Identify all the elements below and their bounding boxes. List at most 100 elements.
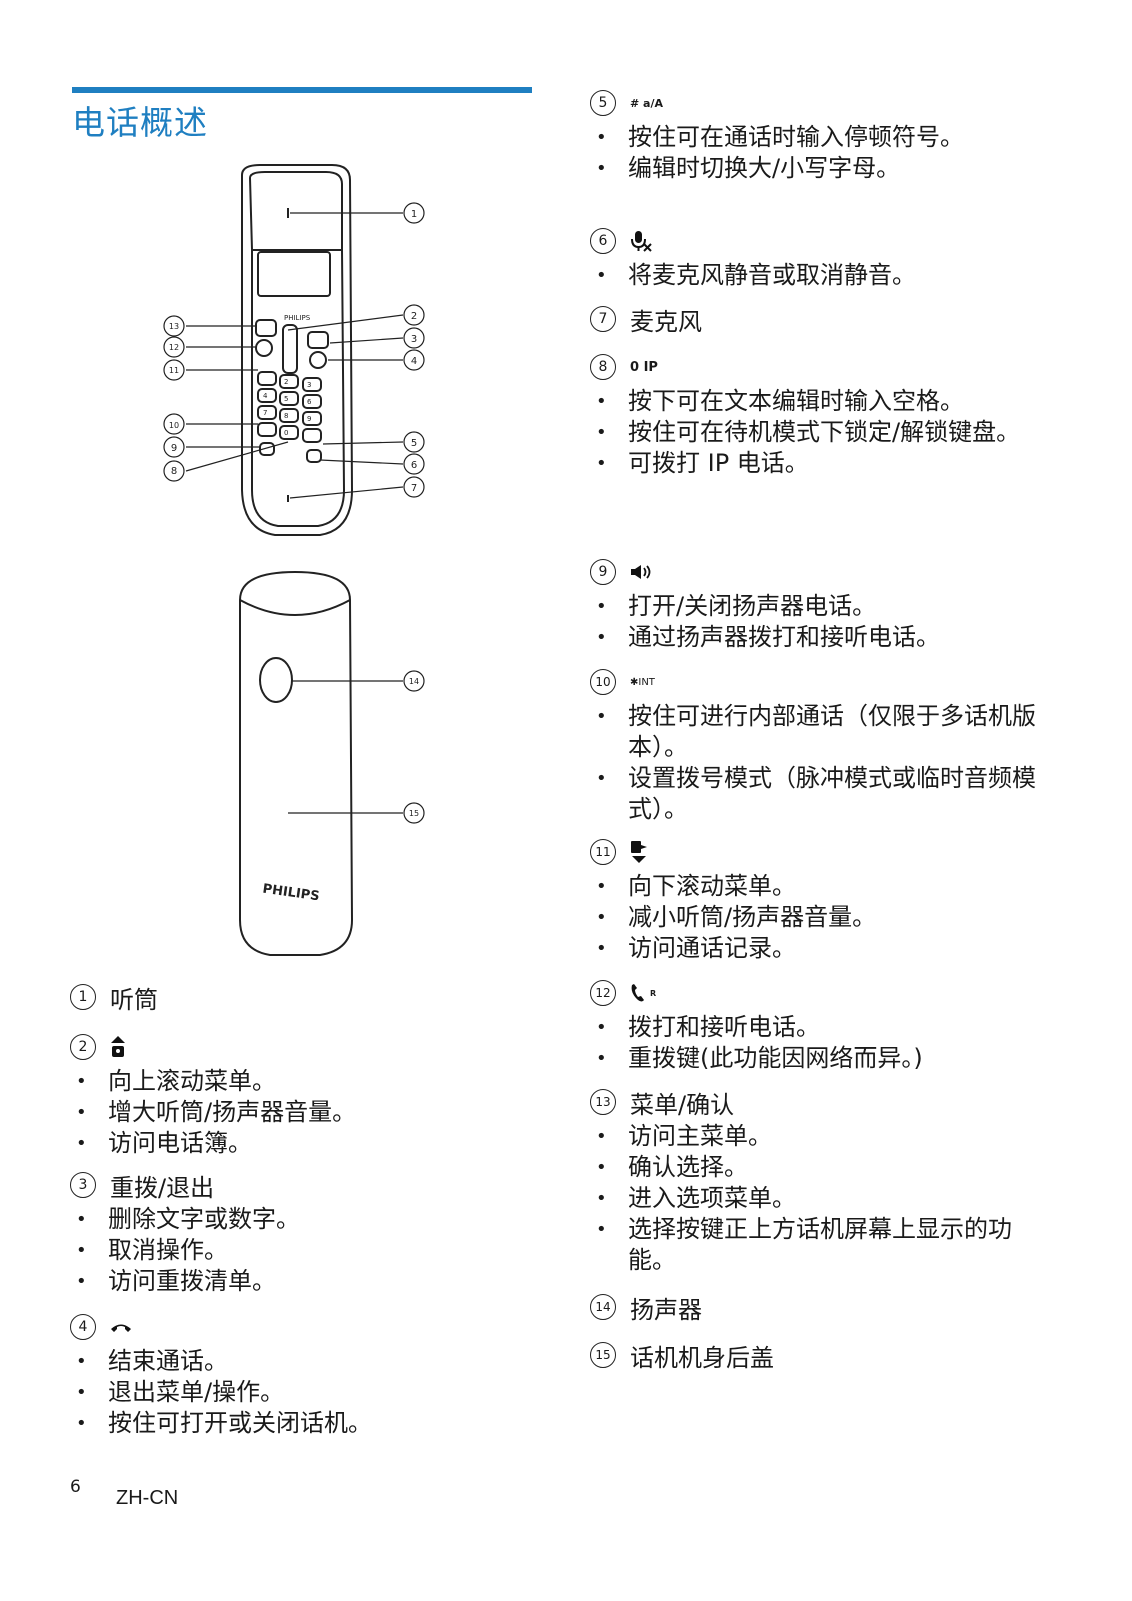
- up-lock-icon: [110, 1036, 126, 1058]
- section-14: 14 扬声器: [590, 1290, 1040, 1324]
- callout-10: 10: [169, 421, 179, 430]
- list-item: 访问通话记录。: [590, 933, 1040, 964]
- section-12: 12 R 拨打和接听电话。 重拨键(此功能因网络而异。): [590, 976, 1040, 1074]
- brand-top-label: PHILIPS: [284, 314, 311, 322]
- list-item: 将麦克风静音或取消静音。: [590, 260, 1040, 291]
- callout-8: 8: [171, 466, 177, 477]
- list-item: 按住可打开或关闭话机。: [70, 1408, 372, 1439]
- key-7: 7: [263, 409, 267, 417]
- list-item: 打开/关闭扬声器电话。: [590, 591, 1040, 622]
- key-0: 0: [284, 429, 288, 437]
- callout-14: 14: [409, 677, 419, 686]
- section-5: 5 # a/A 按住可在通话时输入停顿符号。 编辑时切换大/小写字母。: [590, 86, 1040, 184]
- end-call-icon: [110, 1320, 132, 1334]
- item-number: 2: [70, 1034, 96, 1060]
- language-code: ZH-CN: [116, 1487, 179, 1509]
- call-redial-icon: R: [630, 983, 656, 1003]
- callout-11: 11: [169, 366, 179, 375]
- list-item: 可拨打 IP 电话。: [590, 448, 1040, 479]
- mic-mute-icon: [630, 230, 652, 252]
- list-item: 通过扬声器拨打和接听电话。: [590, 622, 1040, 653]
- callout-15: 15: [409, 809, 419, 818]
- list-item: 向上滚动菜单。: [70, 1066, 356, 1097]
- item-number: 15: [590, 1342, 616, 1368]
- section-label: 重拨/退出: [110, 1173, 215, 1202]
- callout-5: 5: [411, 438, 417, 449]
- item-number: 13: [590, 1089, 616, 1115]
- item-number: 12: [590, 980, 616, 1006]
- section-13: 13 菜单/确认 访问主菜单。 确认选择。 进入选项菜单。 选择按键正上方话机屏幕…: [590, 1085, 1040, 1276]
- star-int-icon: ✱INT: [630, 676, 655, 688]
- section-label: 菜单/确认: [630, 1090, 735, 1119]
- list-item: 按住可进行内部通话（仅限于多话机版本）。: [590, 701, 1040, 763]
- list-item: 拨打和接听电话。: [590, 1012, 1040, 1043]
- key-4: 4: [263, 392, 268, 400]
- item-number: 7: [590, 306, 616, 332]
- list-item: 访问电话簿。: [70, 1128, 356, 1159]
- speaker-icon: [630, 564, 654, 580]
- section-label: 话机机身后盖: [630, 1343, 774, 1372]
- brand-back-label: PHILIPS: [262, 882, 321, 905]
- key-8: 8: [284, 412, 288, 420]
- section-7: 7 麦克风: [590, 302, 1040, 336]
- list-item: 取消操作。: [70, 1235, 300, 1266]
- item-number: 11: [590, 839, 616, 865]
- list-item: 访问重拨清单。: [70, 1266, 300, 1297]
- section-label: 麦克风: [630, 307, 702, 336]
- section-2: 2 向上滚动菜单。 增大听筒/扬声器音量。 访问电话簿。: [70, 1030, 356, 1159]
- list-item: 删除文字或数字。: [70, 1204, 300, 1235]
- section-label: 扬声器: [630, 1295, 702, 1324]
- item-number: 9: [590, 559, 616, 585]
- page-number: 6: [70, 1477, 81, 1497]
- section-6: 6 将麦克风静音或取消静音。: [590, 224, 1040, 291]
- callout-12: 12: [169, 343, 179, 352]
- list-item: 选择按键正上方话机屏幕上显示的功能。: [590, 1214, 1040, 1276]
- zero-ip-icon: 0 IP: [630, 359, 658, 375]
- callout-7: 7: [411, 483, 417, 494]
- section-11: 11 向下滚动菜单。 减小听筒/扬声器音量。 访问通话记录。: [590, 835, 1040, 964]
- section-8: 8 0 IP 按下可在文本编辑时输入空格。 按住可在待机模式下锁定/解锁键盘。 …: [590, 350, 1040, 479]
- list-item: 进入选项菜单。: [590, 1183, 1040, 1214]
- list-item: 按住可在通话时输入停顿符号。: [590, 122, 1040, 153]
- item-number: 4: [70, 1314, 96, 1340]
- list-item: 结束通话。: [70, 1346, 372, 1377]
- list-item: 编辑时切换大/小写字母。: [590, 153, 1040, 184]
- section-9: 9 打开/关闭扬声器电话。 通过扬声器拨打和接听电话。: [590, 555, 1040, 653]
- callout-3: 3: [411, 334, 417, 345]
- hash-case-icon: # a/A: [630, 96, 663, 110]
- callout-13: 13: [169, 322, 179, 331]
- callout-9: 9: [171, 443, 177, 454]
- callout-6: 6: [411, 460, 417, 471]
- item-number: 10: [590, 669, 616, 695]
- item-number: 3: [70, 1172, 96, 1198]
- key-5: 5: [284, 395, 288, 403]
- page-title: 电话概述: [72, 103, 208, 142]
- section-label: 听筒: [110, 985, 158, 1014]
- item-number: 8: [590, 354, 616, 380]
- list-item: 按住可在待机模式下锁定/解锁键盘。: [590, 417, 1040, 448]
- key-9: 9: [307, 415, 311, 423]
- list-item: 按下可在文本编辑时输入空格。: [590, 386, 1040, 417]
- callout-1: 1: [411, 209, 417, 220]
- list-item: 重拨键(此功能因网络而异。): [590, 1043, 1040, 1074]
- item-number: 14: [590, 1294, 616, 1320]
- section-10: 10 ✱INT 按住可进行内部通话（仅限于多话机版本）。 设置拨号模式（脉冲模式…: [590, 665, 1040, 825]
- list-item: 减小听筒/扬声器音量。: [590, 902, 1040, 933]
- list-item: 访问主菜单。: [590, 1121, 1040, 1152]
- section-3: 3 重拨/退出 删除文字或数字。 取消操作。 访问重拨清单。: [70, 1168, 300, 1297]
- item-number: 6: [590, 228, 616, 254]
- list-item: 退出菜单/操作。: [70, 1377, 372, 1408]
- redial-superscript: R: [650, 988, 657, 998]
- item-number: 5: [590, 90, 616, 116]
- callout-2: 2: [411, 311, 417, 322]
- section-15: 15 话机机身后盖: [590, 1338, 1040, 1372]
- key-2: 2: [284, 378, 288, 386]
- list-item: 设置拨号模式（脉冲模式或临时音频模式）。: [590, 763, 1040, 825]
- callout-4: 4: [411, 356, 417, 367]
- key-6: 6: [307, 398, 312, 406]
- list-item: 增大听筒/扬声器音量。: [70, 1097, 356, 1128]
- list-item: 向下滚动菜单。: [590, 871, 1040, 902]
- section-4: 4 结束通话。 退出菜单/操作。 按住可打开或关闭话机。: [70, 1310, 372, 1439]
- list-item: 确认选择。: [590, 1152, 1040, 1183]
